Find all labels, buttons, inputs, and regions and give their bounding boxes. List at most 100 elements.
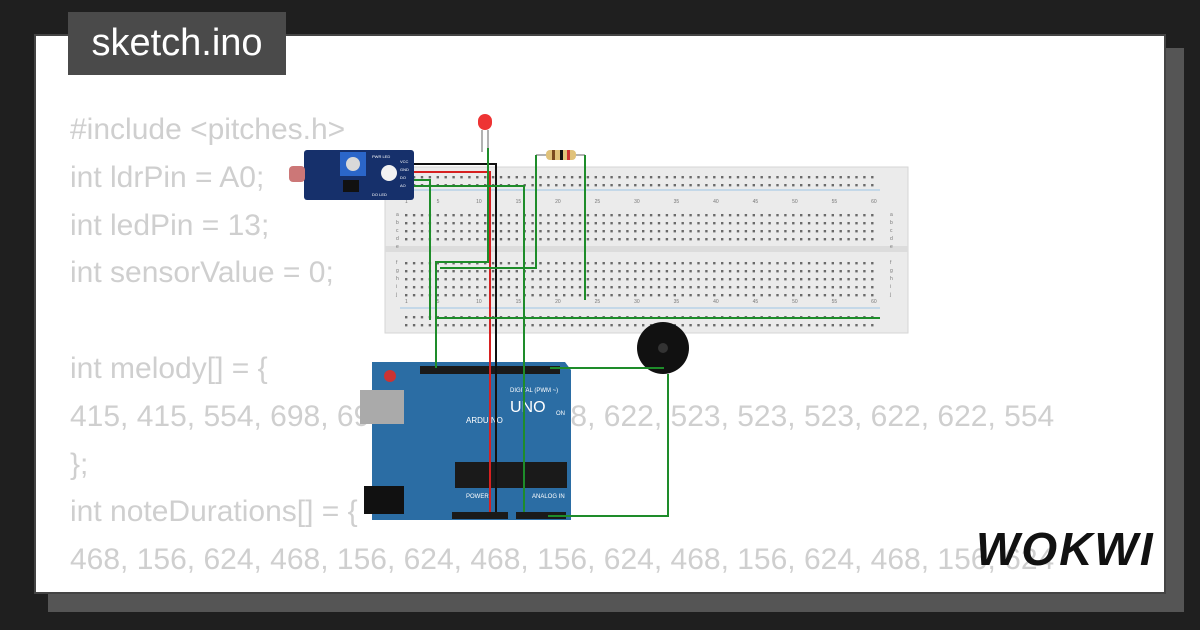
breadboard-hole[interactable]: [776, 184, 779, 187]
breadboard-hole[interactable]: [752, 278, 755, 281]
breadboard-hole[interactable]: [839, 286, 842, 289]
breadboard-hole[interactable]: [847, 286, 850, 289]
breadboard-hole[interactable]: [586, 238, 590, 241]
breadboard-hole[interactable]: [831, 238, 834, 241]
breadboard-hole[interactable]: [531, 294, 534, 297]
breadboard-hole[interactable]: [815, 324, 819, 327]
breadboard-hole[interactable]: [815, 184, 819, 187]
breadboard-hole[interactable]: [547, 238, 550, 241]
breadboard-hole[interactable]: [768, 184, 771, 187]
breadboard-hole[interactable]: [649, 262, 653, 265]
breadboard-hole[interactable]: [499, 270, 503, 273]
breadboard-hole[interactable]: [634, 214, 637, 217]
breadboard-hole[interactable]: [444, 324, 447, 327]
breadboard-hole[interactable]: [618, 262, 621, 265]
breadboard-hole[interactable]: [405, 286, 408, 289]
breadboard-hole[interactable]: [484, 324, 487, 327]
breadboard-hole[interactable]: [815, 294, 819, 297]
breadboard-hole[interactable]: [855, 184, 858, 187]
breadboard-hole[interactable]: [736, 176, 740, 179]
breadboard-hole[interactable]: [736, 324, 740, 327]
breadboard-hole[interactable]: [673, 184, 676, 187]
breadboard-hole[interactable]: [705, 176, 708, 179]
breadboard-hole[interactable]: [784, 176, 787, 179]
breadboard-hole[interactable]: [412, 316, 416, 319]
breadboard-hole[interactable]: [839, 294, 842, 297]
breadboard-hole[interactable]: [460, 176, 463, 179]
breadboard-hole[interactable]: [855, 214, 858, 217]
breadboard-hole[interactable]: [586, 294, 590, 297]
breadboard-hole[interactable]: [491, 176, 495, 179]
breadboard-hole[interactable]: [863, 294, 866, 297]
breadboard-hole[interactable]: [476, 286, 479, 289]
breadboard-hole[interactable]: [405, 214, 408, 217]
breadboard-hole[interactable]: [728, 262, 732, 265]
breadboard-hole[interactable]: [736, 230, 740, 233]
breadboard-hole[interactable]: [649, 214, 653, 217]
breadboard-hole[interactable]: [586, 270, 590, 273]
breadboard-hole[interactable]: [602, 176, 605, 179]
breadboard-hole[interactable]: [657, 238, 661, 241]
breadboard-hole[interactable]: [642, 324, 645, 327]
breadboard-hole[interactable]: [547, 230, 550, 233]
breadboard-hole[interactable]: [705, 294, 708, 297]
breadboard-hole[interactable]: [847, 238, 850, 241]
breadboard-hole[interactable]: [713, 184, 716, 187]
breadboard-hole[interactable]: [697, 230, 700, 233]
breadboard-hole[interactable]: [491, 214, 495, 217]
breadboard-hole[interactable]: [784, 238, 787, 241]
breadboard-hole[interactable]: [784, 294, 787, 297]
breadboard-hole[interactable]: [499, 214, 503, 217]
breadboard-hole[interactable]: [491, 270, 495, 273]
breadboard-hole[interactable]: [507, 238, 511, 241]
breadboard-hole[interactable]: [776, 230, 779, 233]
arduino-uno-icon[interactable]: UNO ARDUINO DIGITAL (PWM ~) POWER ANALOG…: [360, 362, 571, 520]
breadboard-hole[interactable]: [721, 262, 724, 265]
breadboard-hole[interactable]: [412, 324, 416, 327]
breadboard-hole[interactable]: [468, 176, 471, 179]
breadboard-hole[interactable]: [507, 262, 511, 265]
breadboard-hole[interactable]: [744, 286, 748, 289]
breadboard-hole[interactable]: [602, 238, 605, 241]
breadboard-hole[interactable]: [673, 238, 676, 241]
breadboard-hole[interactable]: [507, 278, 511, 281]
breadboard-hole[interactable]: [657, 214, 661, 217]
breadboard-hole[interactable]: [744, 278, 748, 281]
breadboard-hole[interactable]: [594, 184, 597, 187]
breadboard-hole[interactable]: [776, 324, 779, 327]
breadboard-hole[interactable]: [610, 238, 613, 241]
breadboard-hole[interactable]: [507, 324, 511, 327]
breadboard-hole[interactable]: [681, 294, 684, 297]
breadboard-hole[interactable]: [555, 184, 558, 187]
breadboard-hole[interactable]: [815, 278, 819, 281]
breadboard-hole[interactable]: [665, 230, 669, 233]
breadboard-hole[interactable]: [460, 278, 463, 281]
breadboard-hole[interactable]: [634, 286, 637, 289]
breadboard-hole[interactable]: [610, 294, 613, 297]
breadboard-hole[interactable]: [847, 222, 850, 225]
breadboard-hole[interactable]: [570, 278, 574, 281]
breadboard-hole[interactable]: [855, 286, 858, 289]
breadboard-hole[interactable]: [800, 278, 803, 281]
breadboard-hole[interactable]: [547, 176, 550, 179]
breadboard-hole[interactable]: [507, 294, 511, 297]
breadboard-hole[interactable]: [642, 222, 645, 225]
breadboard-hole[interactable]: [436, 176, 439, 179]
breadboard-hole[interactable]: [602, 286, 605, 289]
breadboard-hole[interactable]: [531, 286, 534, 289]
breadboard-hole[interactable]: [563, 222, 566, 225]
breadboard-hole[interactable]: [468, 324, 471, 327]
breadboard-hole[interactable]: [507, 176, 511, 179]
breadboard-hole[interactable]: [531, 278, 534, 281]
breadboard-hole[interactable]: [657, 278, 661, 281]
breadboard-hole[interactable]: [823, 294, 827, 297]
breadboard-hole[interactable]: [420, 286, 424, 289]
breadboard-hole[interactable]: [689, 278, 692, 281]
breadboard-hole[interactable]: [586, 214, 590, 217]
breadboard-hole[interactable]: [412, 286, 416, 289]
breadboard-hole[interactable]: [697, 184, 700, 187]
breadboard-hole[interactable]: [823, 184, 827, 187]
breadboard-hole[interactable]: [610, 222, 613, 225]
breadboard-hole[interactable]: [665, 214, 669, 217]
breadboard-hole[interactable]: [476, 294, 479, 297]
